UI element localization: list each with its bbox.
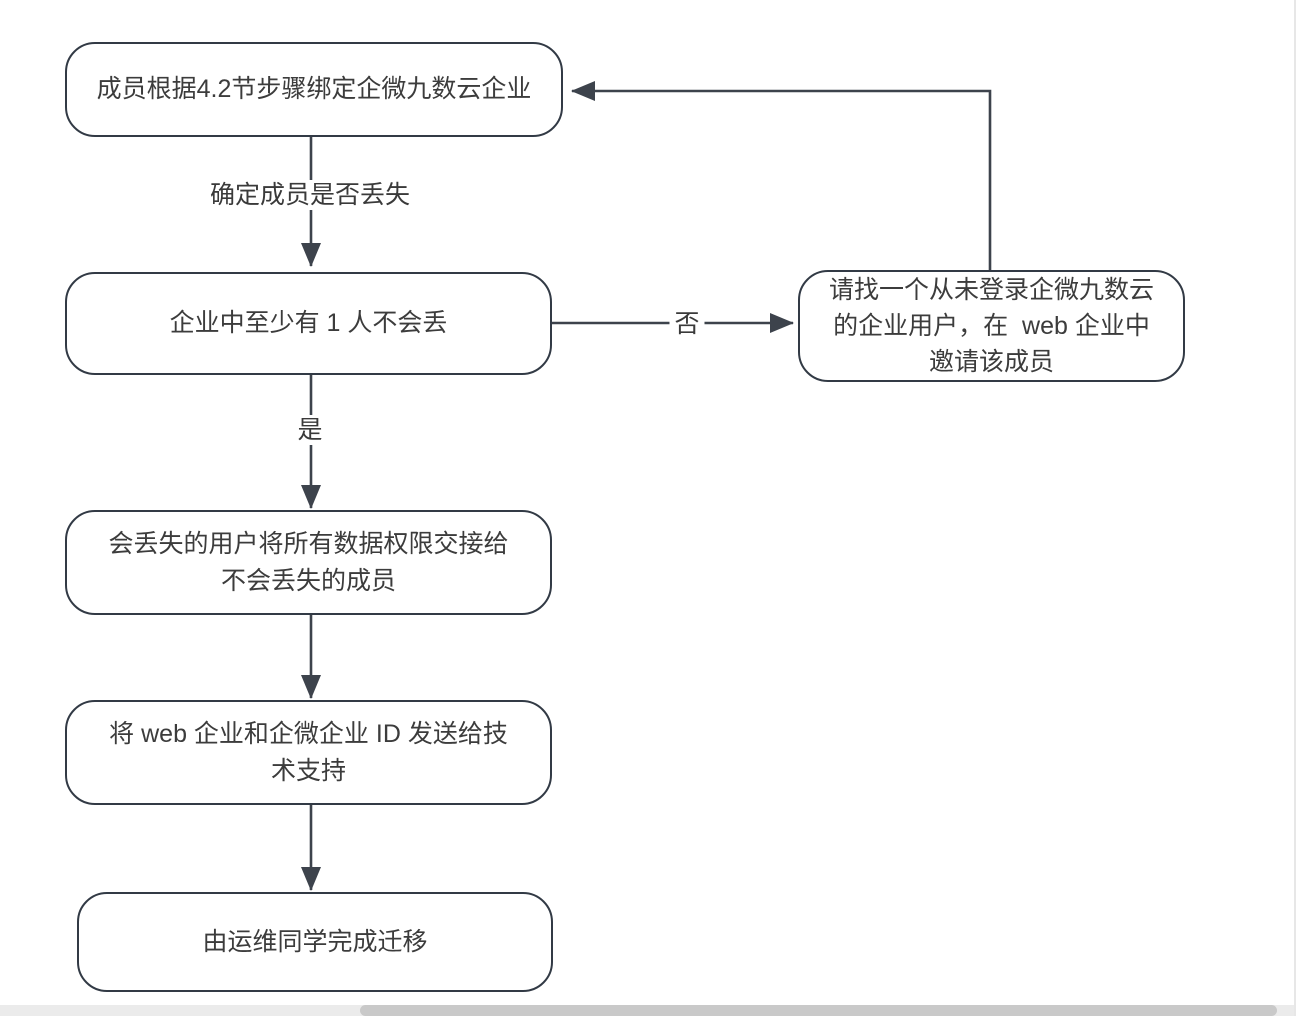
node-invite-user-text-line3: 邀请该成员 xyxy=(928,348,1054,376)
edge-label-yes: 是 xyxy=(292,415,328,445)
node-send-ids[interactable]: 将 web 企业和企微企业 ID 发送给技 术支持 xyxy=(65,700,552,805)
edge-invite-to-bind xyxy=(571,81,992,270)
horizontal-scrollbar-thumb[interactable] xyxy=(360,1005,1277,1016)
node-ops-migrate-text: 由运维同学完成迁移 xyxy=(202,927,428,956)
node-invite-user-text-line2: 的企业用户，在 web 企业中 xyxy=(833,312,1150,340)
node-handover-data-text-line2: 不会丢失的成员 xyxy=(220,566,396,595)
edge-label-determine: 确定成员是否丢失 xyxy=(204,180,416,210)
node-bind-member-text: 成员根据4.2节步骤绑定企微九数云企业 xyxy=(96,75,532,103)
node-ops-migrate[interactable]: 由运维同学完成迁移 xyxy=(77,892,553,992)
edge-label-no: 否 xyxy=(669,309,705,339)
right-edge-divider xyxy=(1294,0,1296,1016)
node-handover-data-text-line1: 会丢失的用户将所有数据权限交接给 xyxy=(108,529,509,558)
node-send-ids-text-line1: 将 web 企业和企微企业 ID 发送给技 xyxy=(109,719,508,748)
node-check-loss-text: 企业中至少有 1 人不会丢 xyxy=(169,309,448,337)
node-bind-member[interactable]: 成员根据4.2节步骤绑定企微九数云企业 xyxy=(65,42,563,137)
node-send-ids-text-line2: 术支持 xyxy=(270,756,346,785)
node-handover-data[interactable]: 会丢失的用户将所有数据权限交接给 不会丢失的成员 xyxy=(65,510,552,615)
node-invite-user-text-line1: 请找一个从未登录企微九数云 xyxy=(828,276,1154,304)
horizontal-scrollbar-track[interactable] xyxy=(0,1005,1296,1016)
node-check-loss[interactable]: 企业中至少有 1 人不会丢 xyxy=(65,272,552,375)
node-invite-user[interactable]: 请找一个从未登录企微九数云 的企业用户，在 web 企业中 邀请该成员 xyxy=(798,270,1185,382)
